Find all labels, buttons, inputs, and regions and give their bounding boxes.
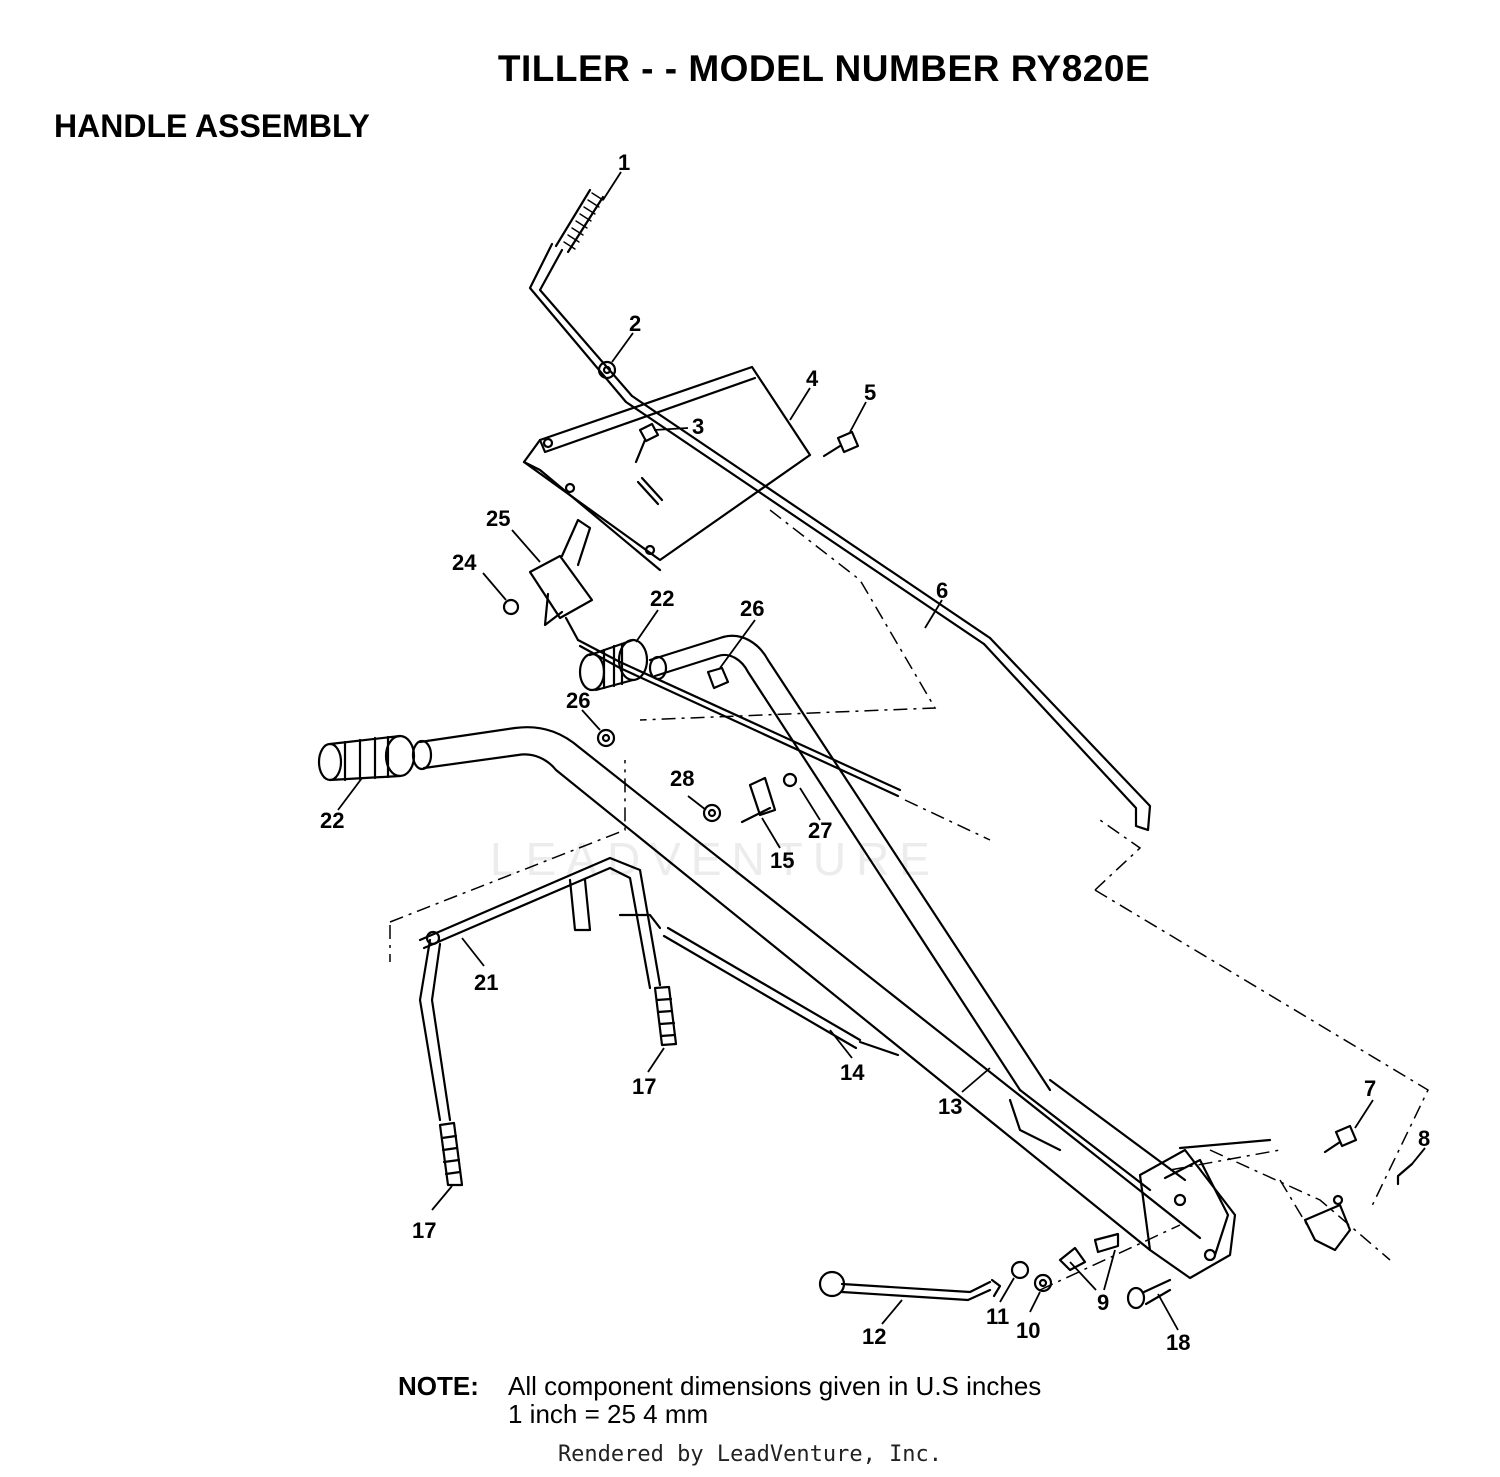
callout-28: 28 bbox=[670, 766, 694, 791]
part-11-washer bbox=[1010, 1260, 1030, 1280]
part-8-pin bbox=[1396, 1162, 1414, 1186]
part-10-nut bbox=[1033, 1273, 1053, 1293]
callout-13: 13 bbox=[938, 1094, 962, 1119]
control-cable-upper bbox=[576, 638, 902, 792]
part-25-bracket bbox=[528, 518, 594, 642]
footer-credit: Rendered by LeadVenture, Inc. bbox=[557, 1442, 943, 1467]
part-9-plates bbox=[1058, 1232, 1120, 1272]
callout-4: 4 bbox=[806, 366, 819, 391]
callout-numbers: 1 2 3 4 5 6 7 8 9 10 11 12 13 14 15 17 1… bbox=[320, 150, 1430, 1355]
callout-27: 27 bbox=[808, 818, 832, 843]
part-4-panel bbox=[522, 365, 812, 572]
note-line-1: All component dimensions given in U.S in… bbox=[508, 1371, 1042, 1401]
part-1-grip-texture bbox=[563, 192, 604, 250]
part-17-grip-left bbox=[438, 1121, 464, 1187]
base-housing bbox=[1138, 1138, 1272, 1280]
engine-mount-bracket bbox=[1303, 1194, 1352, 1252]
upper-handle-bar bbox=[648, 634, 1052, 1092]
part-7-bolt bbox=[1323, 1124, 1358, 1154]
callout-2: 2 bbox=[629, 311, 641, 336]
part-2-clip bbox=[597, 360, 617, 380]
leader-lines bbox=[337, 171, 1426, 1331]
callout-22-lower: 22 bbox=[320, 808, 344, 833]
callout-6: 6 bbox=[936, 578, 948, 603]
part-14-cable bbox=[662, 926, 900, 1057]
note-line-2: 1 inch = 25 4 mm bbox=[508, 1399, 709, 1429]
part-22-grip-lower bbox=[317, 734, 416, 782]
lower-handle-bar bbox=[411, 726, 1202, 1252]
callout-1: 1 bbox=[618, 150, 630, 175]
part-22-grip-upper bbox=[578, 638, 649, 692]
part-15-bracket bbox=[740, 776, 777, 824]
callout-25: 25 bbox=[486, 506, 510, 531]
callout-11: 11 bbox=[986, 1304, 1009, 1329]
callout-17-left: 17 bbox=[412, 1218, 436, 1243]
part-26-nut-lower bbox=[596, 728, 616, 748]
callout-17-right: 17 bbox=[632, 1074, 656, 1099]
part-3-screw bbox=[634, 422, 664, 506]
part-18-bolt bbox=[1126, 1278, 1172, 1310]
part-5-bolt bbox=[822, 430, 860, 458]
part-17-grip-right bbox=[653, 985, 678, 1047]
part-21-lever-rod bbox=[418, 856, 662, 1122]
part-1-rod bbox=[528, 188, 1152, 832]
page-title: TILLER - - MODEL NUMBER RY820E bbox=[497, 48, 1151, 89]
section-title: HANDLE ASSEMBLY bbox=[54, 108, 370, 144]
part-26-nut-upper bbox=[706, 666, 730, 690]
part-13-handle-tube bbox=[1008, 1078, 1187, 1192]
callout-10: 10 bbox=[1016, 1318, 1040, 1343]
alignment-lines bbox=[389, 509, 1429, 1291]
callout-14: 14 bbox=[840, 1060, 865, 1085]
callout-12: 12 bbox=[862, 1324, 886, 1349]
callout-8: 8 bbox=[1418, 1126, 1430, 1151]
part-28-nut bbox=[702, 803, 722, 823]
callout-7: 7 bbox=[1364, 1076, 1376, 1101]
note-label: NOTE: bbox=[398, 1371, 479, 1401]
callout-26-lower: 26 bbox=[566, 688, 590, 713]
callout-26-upper: 26 bbox=[740, 596, 764, 621]
callout-21: 21 bbox=[474, 970, 498, 995]
callout-15: 15 bbox=[770, 848, 794, 873]
part-12-lever bbox=[818, 1270, 1002, 1302]
callout-9: 9 bbox=[1097, 1290, 1109, 1315]
part-24-nut bbox=[502, 598, 520, 616]
callout-22-upper: 22 bbox=[650, 586, 674, 611]
callout-5: 5 bbox=[864, 380, 876, 405]
callout-24: 24 bbox=[452, 550, 477, 575]
callout-18: 18 bbox=[1166, 1330, 1190, 1355]
dimension-note: NOTE: All component dimensions given in U… bbox=[398, 1372, 1041, 1428]
watermark-text: LEADVENTURE bbox=[490, 833, 940, 885]
part-27-washer bbox=[782, 772, 798, 788]
callout-3: 3 bbox=[692, 414, 704, 439]
